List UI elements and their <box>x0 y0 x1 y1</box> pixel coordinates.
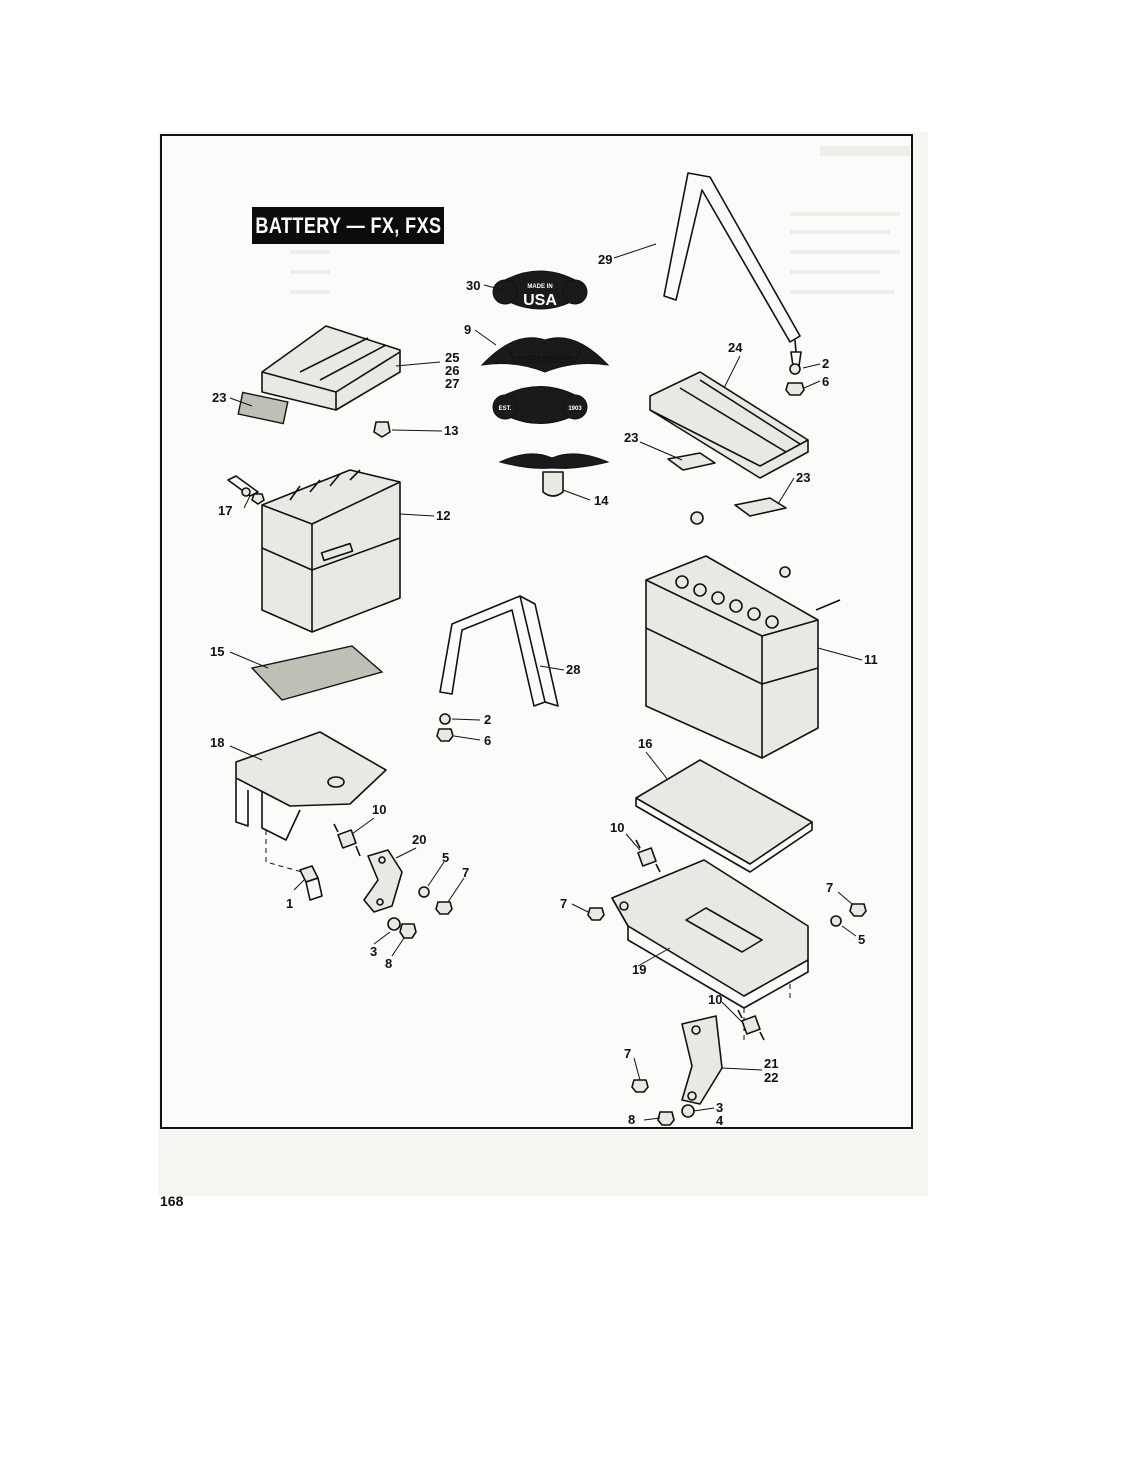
callout-15: 15 <box>210 644 224 659</box>
callout-12: 12 <box>436 508 450 523</box>
logo-group-30: MADE IN USA <box>492 270 588 310</box>
callout-21: 21 <box>764 1056 778 1071</box>
part-8-nut-left <box>399 923 417 939</box>
callout-7-left: 7 <box>462 865 469 880</box>
callout-2-left: 2 <box>484 712 491 727</box>
callout-8-lower: 8 <box>628 1112 635 1127</box>
callout-23-left: 23 <box>212 390 226 405</box>
callout-10-lower: 10 <box>708 992 722 1007</box>
callout-7-right-top: 7 <box>826 880 833 895</box>
part-7-nut-lower <box>631 1079 649 1093</box>
part-6-nut-left <box>436 728 454 742</box>
part-23-pad-left <box>237 391 289 425</box>
callout-4-lower: 4 <box>716 1113 724 1128</box>
callout-13: 13 <box>444 423 458 438</box>
part-3-washer-lower <box>681 1104 695 1118</box>
part-2-washer-right <box>789 363 801 375</box>
part-15-battery-pad <box>250 645 384 701</box>
callout-23-right: 23 <box>796 470 810 485</box>
part-25-battery-cover <box>261 325 401 411</box>
part-21-bracket <box>681 1015 723 1105</box>
page-title: BATTERY — FX, FXS <box>254 212 442 238</box>
bleed-through-ghost <box>290 146 910 294</box>
callout-2-right: 2 <box>822 356 829 371</box>
part-19-battery-tray <box>611 859 809 1009</box>
callout-9: 9 <box>464 322 471 337</box>
callout-29: 29 <box>598 252 612 267</box>
part-2-washer-left <box>439 713 451 725</box>
callout-17: 17 <box>218 503 232 518</box>
alignment-line-right <box>743 984 791 1040</box>
part-23-pad-right <box>734 497 787 517</box>
page-number: 168 <box>160 1193 184 1209</box>
callout-10-right: 10 <box>610 820 624 835</box>
logo-year-text: 1903 <box>568 406 582 412</box>
callout-22: 22 <box>764 1070 778 1085</box>
logo-group-9-eagle: HARLEY-DAVIDSON EST. 1903 <box>480 337 610 424</box>
part-29-battery-strap <box>663 172 802 367</box>
callout-14: 14 <box>594 493 609 508</box>
callout-20: 20 <box>412 832 426 847</box>
part-10-spacer-right <box>635 839 661 873</box>
callout-5-left: 5 <box>442 850 449 865</box>
part-7-nut-right-top <box>849 903 867 917</box>
callout-5-right: 5 <box>858 932 865 947</box>
callout-10-left: 10 <box>372 802 386 817</box>
part-11-battery <box>645 511 841 759</box>
part-1-bolt <box>299 865 323 901</box>
callout-23-mid: 23 <box>624 430 638 445</box>
callout-3-left: 3 <box>370 944 377 959</box>
part-17-bolt-assembly <box>227 475 265 505</box>
logo-brand-text: HARLEY-DAVIDSON <box>516 356 574 362</box>
part-5-washer-left <box>418 886 430 898</box>
part-12-battery <box>261 469 401 633</box>
callout-7-right-mid: 7 <box>560 896 567 911</box>
callout-labels: 29 30 9 25 26 27 23 24 2 6 13 23 23 14 1… <box>210 252 878 1128</box>
part-13-vent-cap <box>373 421 391 438</box>
callout-24: 24 <box>728 340 743 355</box>
logo-made-in-text: MADE IN <box>527 284 552 290</box>
callout-16: 16 <box>638 736 652 751</box>
part-24-battery-cover <box>649 371 809 479</box>
part-3-washer-left <box>387 917 401 931</box>
callout-7-lower: 7 <box>624 1046 631 1061</box>
logo-group-14-eagle-shield <box>498 453 610 497</box>
part-23-pad-mid <box>667 452 716 471</box>
callout-25: 25 <box>445 350 459 365</box>
callout-1: 1 <box>286 896 293 911</box>
part-7-nut-right-mid <box>587 907 605 921</box>
part-20-bracket <box>363 849 403 913</box>
callout-19: 19 <box>632 962 646 977</box>
callout-3-lower: 3 <box>716 1100 723 1115</box>
alignment-line-left <box>265 830 303 873</box>
part-10-spacer-lower <box>737 1009 765 1041</box>
callout-30: 30 <box>466 278 480 293</box>
callout-28: 28 <box>566 662 580 677</box>
logo-usa-text: USA <box>523 292 557 309</box>
callout-11: 11 <box>864 652 878 667</box>
callout-26: 26 <box>445 363 459 378</box>
part-28-battery-strap <box>439 595 559 707</box>
callout-6-left: 6 <box>484 733 491 748</box>
title-banner: BATTERY — FX, FXS <box>252 207 444 244</box>
callout-27: 27 <box>445 376 459 391</box>
part-5-washer-right <box>830 915 842 927</box>
part-8-nut-lower <box>657 1111 675 1126</box>
callout-18: 18 <box>210 735 224 750</box>
part-7-nut-left <box>435 901 453 915</box>
logo-est-text: EST. <box>499 406 512 412</box>
part-10-spacer-left <box>333 823 361 857</box>
callout-8-left: 8 <box>385 956 392 971</box>
callout-6-right: 6 <box>822 374 829 389</box>
part-18-battery-tray <box>235 731 387 841</box>
part-6-nut-right <box>785 382 805 396</box>
leader-lines <box>229 243 863 1121</box>
